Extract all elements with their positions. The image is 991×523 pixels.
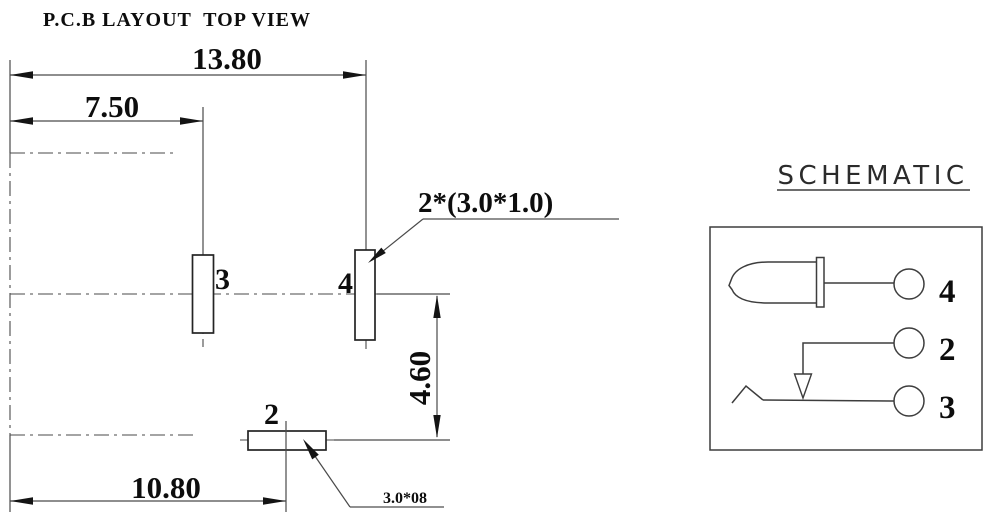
- pcb-layout-view: P.C.B LAYOUT TOP VIEW 13.80: [9, 9, 619, 512]
- dimension-text: 13.80: [192, 41, 262, 76]
- pad4-rect: [354, 249, 376, 341]
- arrowhead-right: [343, 71, 366, 79]
- schematic-pin-4: 4: [824, 268, 956, 310]
- pad3-label: 3: [215, 263, 230, 296]
- schematic-title: SCHEMATIC: [777, 161, 968, 191]
- pad3-rect: [191, 254, 215, 334]
- arrowhead-up: [433, 295, 441, 318]
- dimension-pad3-offset: 7.50: [10, 89, 204, 255]
- arrowhead-left: [10, 117, 33, 125]
- pin3-wire: [762, 399, 895, 402]
- schematic-pin-3: 3: [731, 384, 956, 426]
- pad-2: 2: [247, 398, 327, 451]
- leader-arrowhead: [303, 439, 319, 460]
- pin4-terminal-circle: [893, 268, 925, 300]
- arrowhead-down: [433, 415, 441, 438]
- lamp-flange: [815, 256, 825, 308]
- schematic-box: [709, 226, 983, 451]
- note-text: 2*(3.0*1.0): [418, 187, 553, 219]
- dimension-pad-row-spacing: 4.60: [402, 295, 441, 438]
- pad-4: 4: [338, 249, 376, 341]
- pin3-label: 3: [939, 390, 956, 426]
- lamp-symbol: [728, 256, 825, 308]
- pcb-layout-title: P.C.B LAYOUT TOP VIEW: [43, 9, 311, 31]
- pad2-label: 2: [264, 398, 279, 431]
- dimension-text: 7.50: [85, 89, 139, 124]
- schematic-pin-2: 2: [793, 327, 956, 401]
- lamp-dome: [728, 261, 817, 304]
- arrowhead-right: [263, 497, 286, 505]
- spring-lever: [731, 384, 764, 404]
- note-text: 3.0*08: [383, 490, 427, 507]
- pin4-label: 4: [939, 274, 956, 310]
- leader-note-pads-3-4: 2*(3.0*1.0): [368, 187, 619, 263]
- schematic-view: SCHEMATIC 4 2 3: [709, 161, 983, 451]
- pin2-label: 2: [939, 332, 956, 368]
- pad4-label: 4: [338, 267, 353, 300]
- dimension-text: 10.80: [131, 470, 201, 505]
- arrowhead-left: [10, 497, 33, 505]
- leader-arrowhead: [368, 247, 386, 263]
- pin2-terminal-circle: [893, 327, 925, 359]
- pad2-rect: [247, 430, 327, 451]
- arrowhead-left: [10, 71, 33, 79]
- arrowhead-right: [180, 117, 203, 125]
- leader-note-pad-2: 3.0*08: [303, 439, 444, 508]
- pin2-wire: [802, 342, 894, 374]
- dimension-overall-width: 13.80: [10, 41, 367, 250]
- pcb-outline-centerlines: [9, 60, 450, 512]
- switch-contact-arrow-icon: [793, 373, 813, 401]
- pad-3: 3: [191, 254, 230, 334]
- dimension-text: 4.60: [402, 351, 437, 405]
- dimension-pad2-offset: 10.80: [10, 421, 287, 512]
- pin3-terminal-circle: [893, 385, 925, 417]
